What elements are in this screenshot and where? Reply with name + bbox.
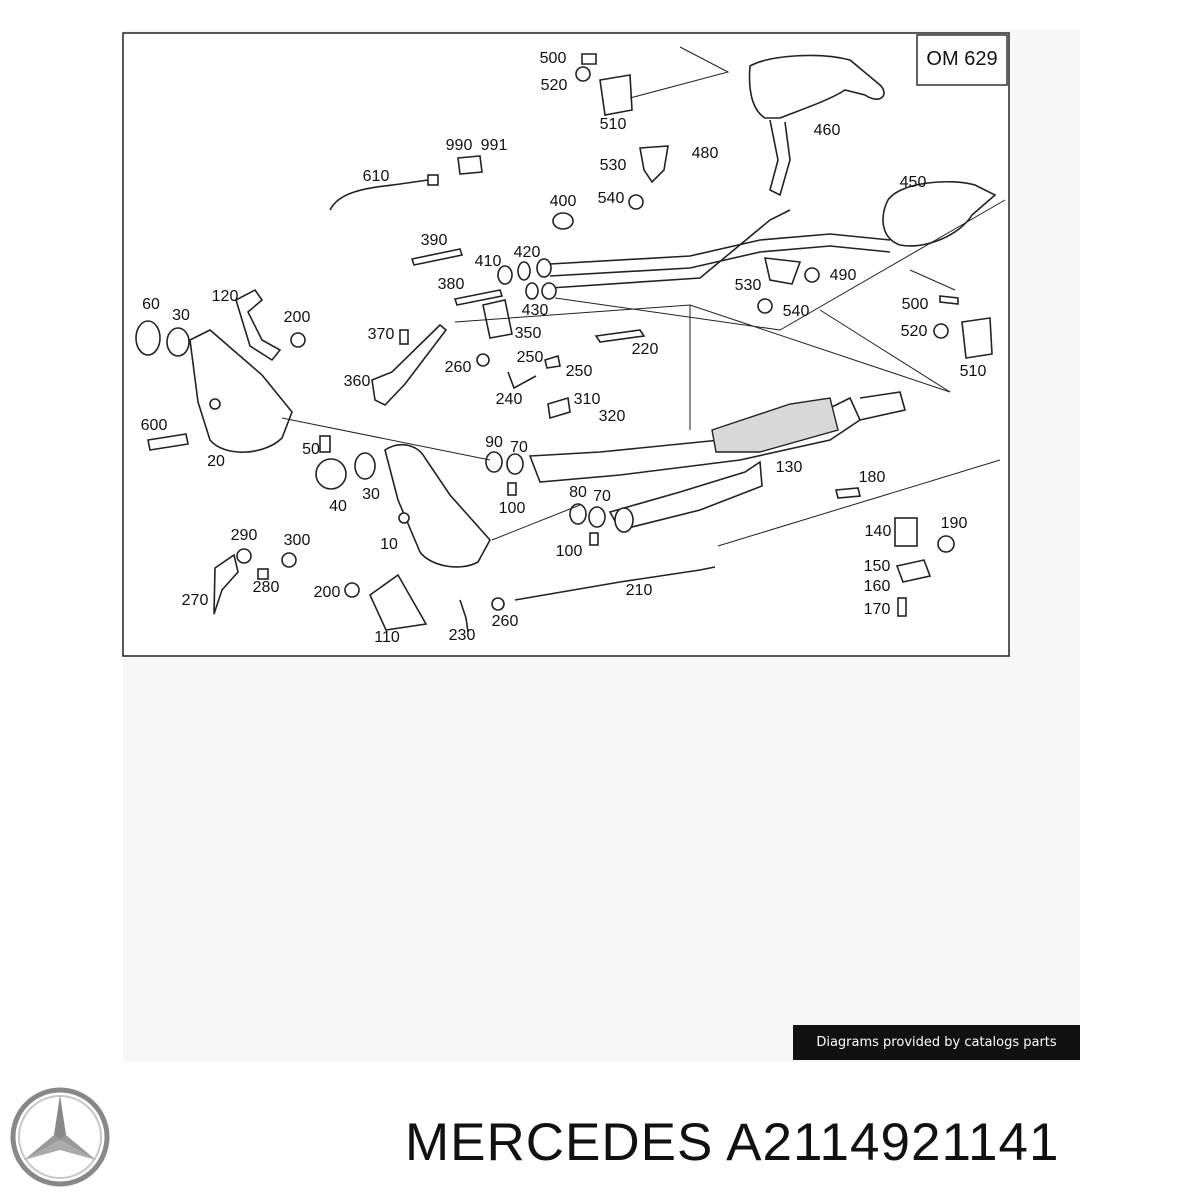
diagram-credit-banner: Diagrams provided by catalogs parts — [793, 1025, 1080, 1060]
leader-lines — [281, 46, 1006, 547]
callout-label: 120 — [212, 288, 239, 305]
callout-label: 80 — [569, 484, 587, 501]
callout-label: 510 — [600, 116, 627, 133]
callout-label: 610 — [363, 168, 390, 185]
callout-label: 350 — [515, 325, 542, 342]
callout-label: 10 — [380, 536, 398, 553]
callout-label: 530 — [735, 277, 762, 294]
callout-label: 270 — [182, 592, 209, 609]
callout-label: 480 — [692, 145, 719, 162]
callout-label: 70 — [593, 488, 611, 505]
callout-label: 200 — [284, 309, 311, 326]
callout-labels: 500 520 510 460 990 991 610 530 480 540 450 400 390 4… — [141, 50, 987, 646]
callout-label: 490 — [830, 267, 857, 284]
callout-label: 50 — [302, 441, 320, 458]
callout-label: 70 — [510, 439, 528, 456]
callout-label: 60 — [142, 296, 160, 313]
callout-label: 360 — [344, 373, 371, 390]
callout-label: 400 — [550, 193, 577, 210]
callout-label: 540 — [783, 303, 810, 320]
callout-label: 600 — [141, 417, 168, 434]
parts-drawing — [135, 53, 997, 633]
callout-label: 170 — [864, 601, 891, 618]
callout-label: 150 — [864, 558, 891, 575]
callout-label: 30 — [362, 486, 380, 503]
engine-tag: OM 629 — [916, 34, 1008, 86]
callout-label: 260 — [445, 359, 472, 376]
callout-label: 180 — [859, 469, 886, 486]
callout-label: 20 — [207, 453, 225, 470]
callout-label: 460 — [814, 122, 841, 139]
callout-label: 30 — [172, 307, 190, 324]
callout-label: 310 — [574, 391, 601, 408]
callout-label: 140 — [865, 523, 892, 540]
callout-label: 540 — [598, 190, 625, 207]
callout-label: 420 — [514, 244, 541, 261]
callout-label: 90 — [485, 434, 503, 451]
callout-label: 100 — [499, 500, 526, 517]
callout-label: 410 — [475, 253, 502, 270]
callout-label: 380 — [438, 276, 465, 293]
callout-label: 290 — [231, 527, 258, 544]
mercedes-star-logo — [10, 1087, 110, 1187]
callout-label: 240 — [496, 391, 523, 408]
callout-label: 530 — [600, 157, 627, 174]
callout-label: 300 — [284, 532, 311, 549]
callout-label: 160 — [864, 578, 891, 595]
callout-label: 370 — [368, 326, 395, 343]
callout-label: 320 — [599, 408, 626, 425]
callout-label: 110 — [374, 629, 400, 646]
callout-label: 250 — [517, 349, 544, 366]
callout-label: 510 — [960, 363, 987, 380]
callout-label: 260 — [492, 613, 519, 630]
callout-label: 500 — [540, 50, 567, 67]
callout-label: 220 — [632, 341, 659, 358]
callout-label: 991 — [481, 137, 508, 154]
callout-label: 520 — [901, 323, 928, 340]
callout-label: 280 — [253, 579, 280, 596]
callout-label: 520 — [541, 77, 568, 94]
product-title: MERCEDES A2114921141 — [405, 1113, 1060, 1172]
callout-label: 200 — [314, 584, 341, 601]
diagram-credit-text: Diagrams provided by catalogs parts — [816, 1035, 1057, 1050]
callout-label: 210 — [626, 582, 653, 599]
callout-label: 190 — [941, 515, 968, 532]
callout-label: 230 — [449, 627, 476, 644]
callout-label: 450 — [900, 174, 927, 191]
callout-label: 40 — [329, 498, 347, 515]
callout-label: 500 — [902, 296, 929, 313]
callout-label: 250 — [566, 363, 593, 380]
callout-label: 990 — [446, 137, 473, 154]
callout-label: 100 — [556, 543, 583, 560]
engine-tag-text: OM 629 — [926, 48, 997, 70]
callout-label: 130 — [776, 459, 803, 476]
callout-label: 390 — [421, 232, 448, 249]
callout-label: 430 — [522, 302, 549, 319]
